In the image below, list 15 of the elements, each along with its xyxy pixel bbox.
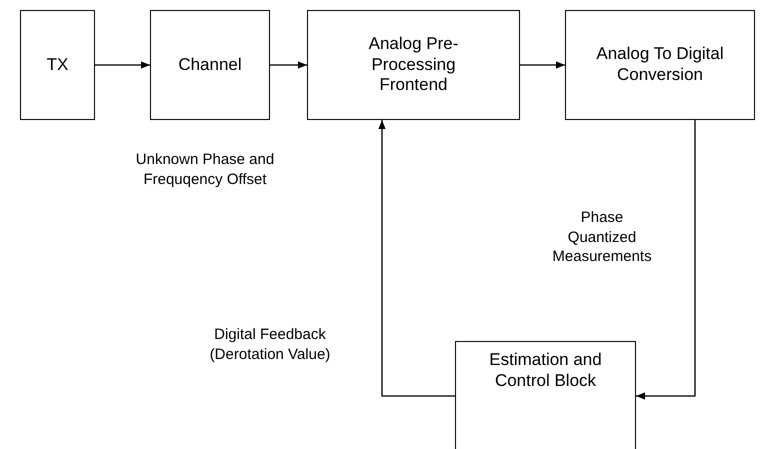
arrow [520, 61, 565, 69]
arrow [636, 120, 696, 400]
process-box [565, 10, 755, 120]
process-box [307, 10, 520, 120]
box-label: Analog To Digital Conversion [595, 44, 725, 86]
process-box [20, 10, 95, 120]
box-label: TX [46, 54, 70, 76]
process-box [150, 10, 270, 120]
box-label: Channel [177, 54, 243, 76]
box-label: Estimation and Control Block [488, 350, 603, 392]
arrow [378, 120, 455, 397]
box-label: Analog Pre-Processing Frontend [368, 34, 460, 96]
arrow [270, 61, 307, 69]
process-box [455, 341, 636, 449]
arrow [95, 61, 150, 69]
